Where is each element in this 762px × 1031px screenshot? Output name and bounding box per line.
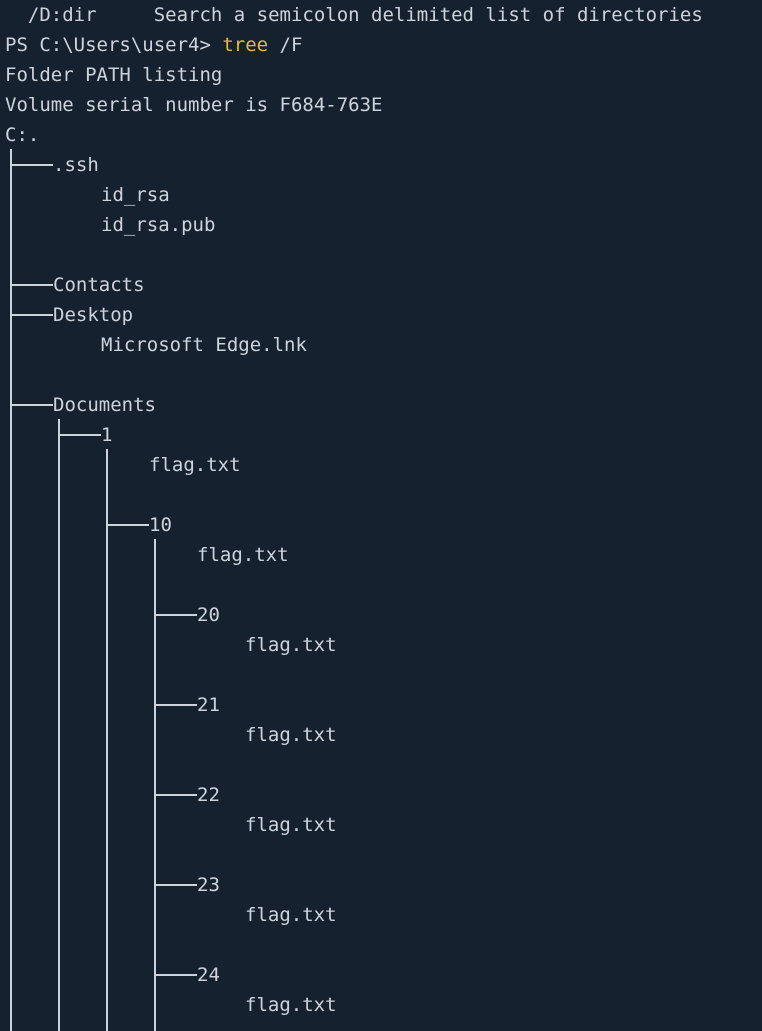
branch-contacts [10,284,53,286]
branch-documents [10,404,53,406]
folder-desktop: Desktop [53,304,134,326]
file-id-rsa-pub: id_rsa.pub [101,214,216,236]
file-flag-folder-10: flag.txt [197,544,289,566]
folder-23: 23 [197,874,220,896]
tree-trunk-line [10,149,12,1031]
volume-serial: Volume serial number is F684-763E [5,94,383,116]
file-edge-lnk: Microsoft Edge.lnk [101,334,307,356]
prompt: PS C:\Users\user4> [5,34,223,56]
root-path: C:. [5,124,40,146]
folder-10-trunk-line [154,539,156,1031]
folder-21: 21 [197,694,220,716]
branch-desktop [10,314,53,316]
file-id-rsa: id_rsa [101,184,170,206]
folder-10: 10 [149,514,172,536]
command-name: tree [222,34,269,56]
folder-contacts: Contacts [53,274,145,296]
folder-documents: Documents [53,394,156,416]
branch-folder-21 [154,704,197,706]
command-args: /F [268,34,303,56]
folder-24: 24 [197,964,220,986]
output-header: Folder PATH listing [5,64,223,86]
file-flag-folder-23: flag.txt [245,904,337,926]
folder-1-trunk-line [106,449,108,1031]
branch-folder-20 [154,614,197,616]
file-flag-folder-1: flag.txt [149,454,241,476]
branch-folder-23 [154,884,197,886]
branch-folder-1 [58,434,101,436]
branch-folder-24 [154,974,197,976]
folder-22: 22 [197,784,220,806]
branch-ssh [10,164,53,166]
file-flag-folder-21: flag.txt [245,724,337,746]
documents-trunk-line [58,419,60,1031]
help-text-line: /D:dir Search a semicolon delimited list… [5,4,703,26]
branch-folder-10 [106,524,149,526]
file-flag-folder-24: flag.txt [245,994,337,1016]
folder-ssh: .ssh [53,154,99,176]
folder-20: 20 [197,604,220,626]
file-flag-folder-22: flag.txt [245,814,337,836]
file-flag-folder-20: flag.txt [245,634,337,656]
folder-1: 1 [101,424,113,446]
prompt-line: PS C:\Users\user4> tree /F [5,30,302,60]
branch-folder-22 [154,794,197,796]
